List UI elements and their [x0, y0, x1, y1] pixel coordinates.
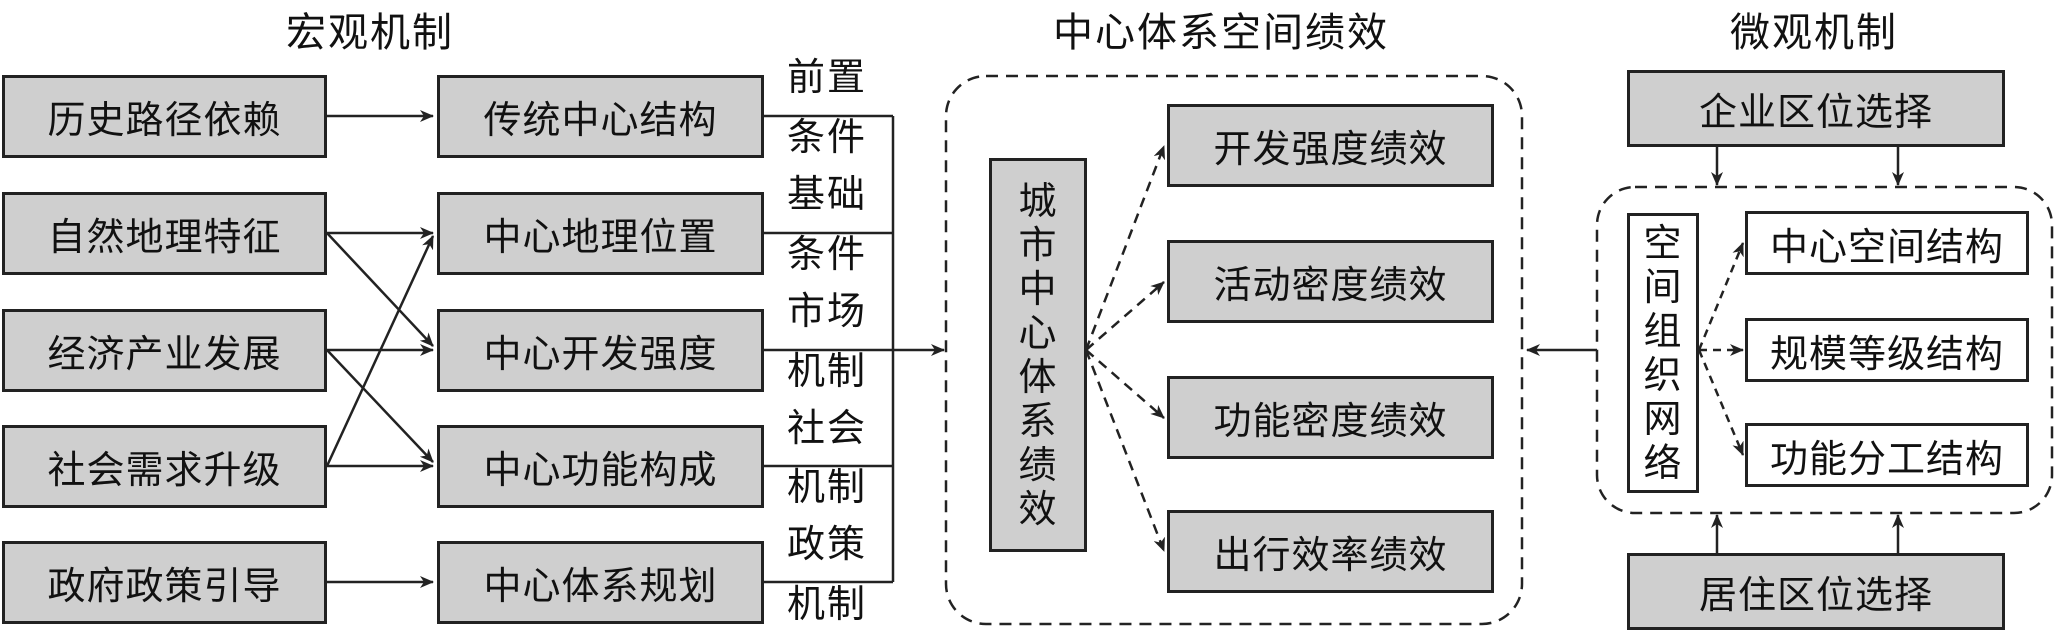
- mechanism-label-5b: 机制: [787, 582, 868, 626]
- structure-function-division: 功能分工结构: [1745, 423, 2029, 487]
- mechanism-label-1a: 前置: [787, 55, 868, 99]
- spatial-network-char: 组: [1643, 309, 1683, 353]
- mechanism-label-4b: 机制: [787, 465, 868, 509]
- performance-main-char: 市: [1018, 223, 1058, 267]
- factor-economy: 经济产业发展: [2, 309, 327, 392]
- spatial-network-char: 网: [1643, 397, 1683, 441]
- header-macro: 宏观机制: [286, 10, 454, 56]
- mechanism-label-3a: 市场: [787, 289, 868, 333]
- arrow-nature-to-intensity: [326, 232, 434, 347]
- performance-main-char: 效: [1018, 487, 1058, 531]
- performance-main-char: 体: [1018, 355, 1058, 399]
- performance-main-char: 绩: [1018, 443, 1058, 487]
- performance-main-box: 城 市 中 心 体 系 绩 效: [989, 158, 1087, 552]
- factor-society: 社会需求升级: [2, 425, 327, 508]
- factor-history: 历史路径依赖: [2, 75, 327, 158]
- mechanism-label-2a: 基础: [787, 172, 868, 216]
- factor-nature: 自然地理特征: [2, 192, 327, 275]
- arrow-perf-to-travel: [1084, 349, 1166, 552]
- mechanism-label-3b: 机制: [787, 349, 868, 393]
- attribute-traditional-structure: 传统中心结构: [437, 75, 764, 158]
- performance-main-char: 系: [1018, 399, 1058, 443]
- spatial-network-char: 络: [1643, 441, 1683, 485]
- spatial-network-box: 空 间 组 织 网 络: [1627, 213, 1699, 493]
- arrow-perf-to-development: [1084, 145, 1166, 351]
- attribute-planning: 中心体系规划: [437, 541, 764, 624]
- spatial-network-char: 空: [1643, 221, 1683, 265]
- arrow-network-to-spatial: [1697, 242, 1745, 351]
- factor-government: 政府政策引导: [2, 541, 327, 624]
- attribute-intensity: 中心开发强度: [437, 309, 764, 392]
- arrow-economy-to-function: [326, 349, 434, 463]
- header-center: 中心体系空间绩效: [1053, 10, 1389, 56]
- performance-main-char: 城: [1018, 179, 1058, 223]
- structure-center-spatial: 中心空间结构: [1745, 211, 2029, 275]
- performance-development-intensity: 开发强度绩效: [1167, 104, 1494, 187]
- attribute-function: 中心功能构成: [437, 425, 764, 508]
- mechanism-label-2b: 条件: [787, 232, 868, 276]
- performance-activity-density: 活动密度绩效: [1167, 240, 1494, 323]
- performance-main-char: 中: [1018, 267, 1058, 311]
- performance-function-density: 功能密度绩效: [1167, 376, 1494, 459]
- performance-main-char: 心: [1018, 311, 1058, 355]
- enterprise-location-choice: 企业区位选择: [1627, 70, 2005, 147]
- mechanism-label-5a: 政策: [787, 522, 868, 566]
- residence-location-choice: 居住区位选择: [1627, 553, 2005, 630]
- arrow-perf-to-activity: [1085, 281, 1165, 351]
- arrow-network-to-division: [1697, 349, 1745, 456]
- performance-travel-efficiency: 出行效率绩效: [1167, 510, 1494, 593]
- spatial-network-char: 间: [1643, 265, 1683, 309]
- structure-scale-hierarchy: 规模等级结构: [1745, 318, 2029, 382]
- performance-container: [944, 74, 1524, 626]
- header-micro: 微观机制: [1730, 10, 1898, 56]
- mechanism-label-1b: 条件: [787, 115, 868, 159]
- arrow-society-to-location: [325, 235, 435, 467]
- mechanism-label-4a: 社会: [787, 406, 868, 450]
- attribute-location: 中心地理位置: [437, 192, 764, 275]
- arrow-perf-to-function: [1085, 349, 1165, 419]
- spatial-network-char: 织: [1643, 353, 1683, 397]
